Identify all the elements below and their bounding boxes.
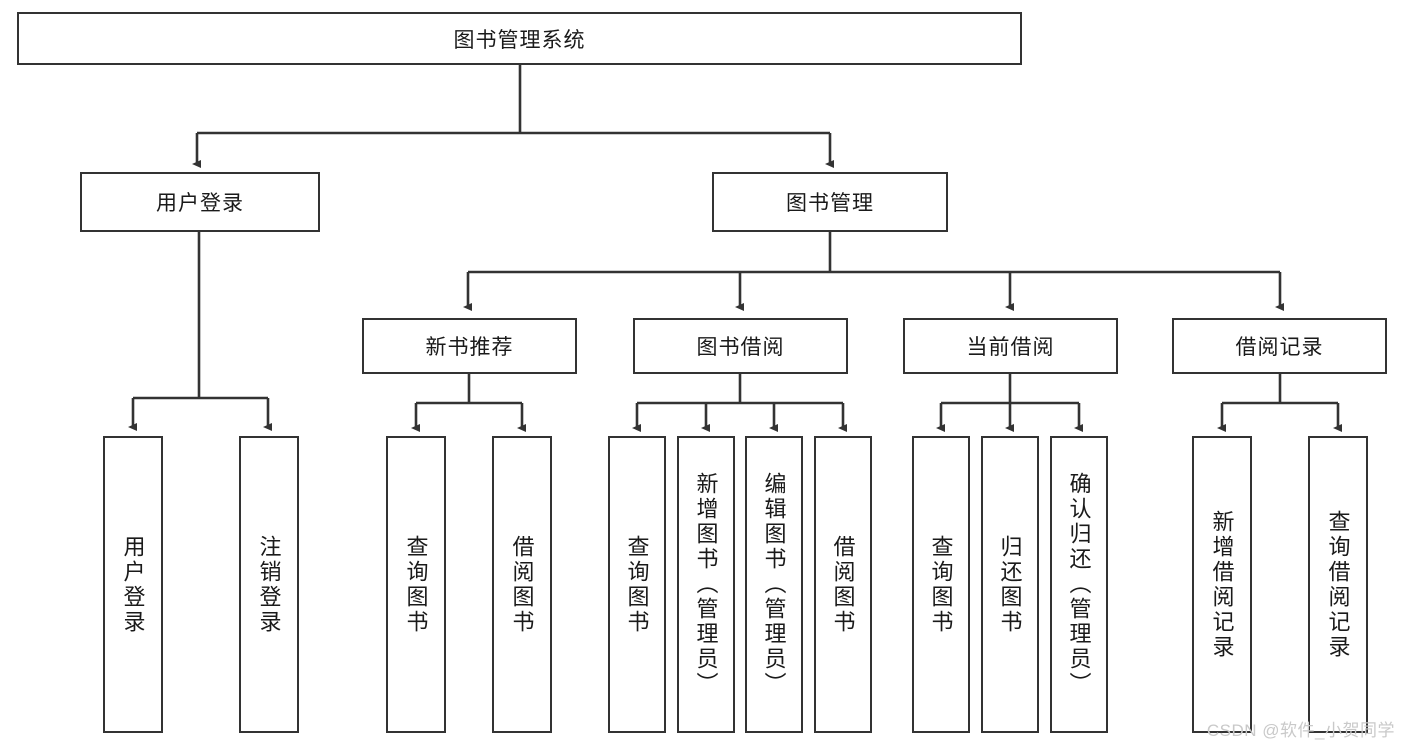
node-leaf-return-book[interactable]: 归还图书 <box>981 436 1039 733</box>
node-leaf-edit-book-admin[interactable]: 编辑图书（管理员） <box>745 436 803 733</box>
node-label: 借阅图书 <box>830 534 856 635</box>
node-label: 用户登录 <box>156 192 244 215</box>
node-leaf-query-book-current[interactable]: 查询图书 <box>912 436 970 733</box>
node-label: 确认归还（管理员） <box>1066 472 1092 697</box>
node-label: 归还图书 <box>997 534 1023 635</box>
watermark-text: CSDN @软件_小贺同学 <box>1206 721 1395 740</box>
node-root-book-management-system[interactable]: 图书管理系统 <box>17 12 1022 65</box>
node-label: 查询借阅记录 <box>1325 509 1351 660</box>
node-label: 新书推荐 <box>425 336 514 359</box>
node-label: 编辑图书（管理员） <box>761 472 787 697</box>
node-label: 注销登录 <box>256 534 282 635</box>
node-leaf-query-borrow-record[interactable]: 查询借阅记录 <box>1308 436 1368 733</box>
node-label: 借阅图书 <box>509 534 535 635</box>
node-label: 图书管理系统 <box>453 28 586 52</box>
node-new-book-recommend[interactable]: 新书推荐 <box>362 318 577 374</box>
node-leaf-query-book-recommend[interactable]: 查询图书 <box>386 436 446 733</box>
node-label: 查询图书 <box>928 534 954 635</box>
node-label: 查询图书 <box>403 534 429 635</box>
node-leaf-user-login[interactable]: 用户登录 <box>103 436 163 733</box>
node-leaf-logout[interactable]: 注销登录 <box>239 436 299 733</box>
node-leaf-borrow-book-recommend[interactable]: 借阅图书 <box>492 436 552 733</box>
node-label: 借阅记录 <box>1235 336 1324 359</box>
node-label: 当前借阅 <box>966 336 1055 359</box>
node-user-login[interactable]: 用户登录 <box>80 172 320 232</box>
node-label: 图书管理 <box>786 192 874 215</box>
node-label: 用户登录 <box>120 534 146 635</box>
node-book-management[interactable]: 图书管理 <box>712 172 948 232</box>
node-leaf-add-borrow-record[interactable]: 新增借阅记录 <box>1192 436 1252 733</box>
node-label: 图书借阅 <box>696 336 785 359</box>
node-label: 查询图书 <box>624 534 650 635</box>
node-borrow-record[interactable]: 借阅记录 <box>1172 318 1387 374</box>
node-book-borrow[interactable]: 图书借阅 <box>633 318 848 374</box>
node-label: 新增图书（管理员） <box>693 472 719 697</box>
node-leaf-query-book-borrow[interactable]: 查询图书 <box>608 436 666 733</box>
node-leaf-add-book-admin[interactable]: 新增图书（管理员） <box>677 436 735 733</box>
node-leaf-borrow-book[interactable]: 借阅图书 <box>814 436 872 733</box>
node-label: 新增借阅记录 <box>1209 509 1235 660</box>
node-current-borrow[interactable]: 当前借阅 <box>903 318 1118 374</box>
node-leaf-confirm-return-admin[interactable]: 确认归还（管理员） <box>1050 436 1108 733</box>
